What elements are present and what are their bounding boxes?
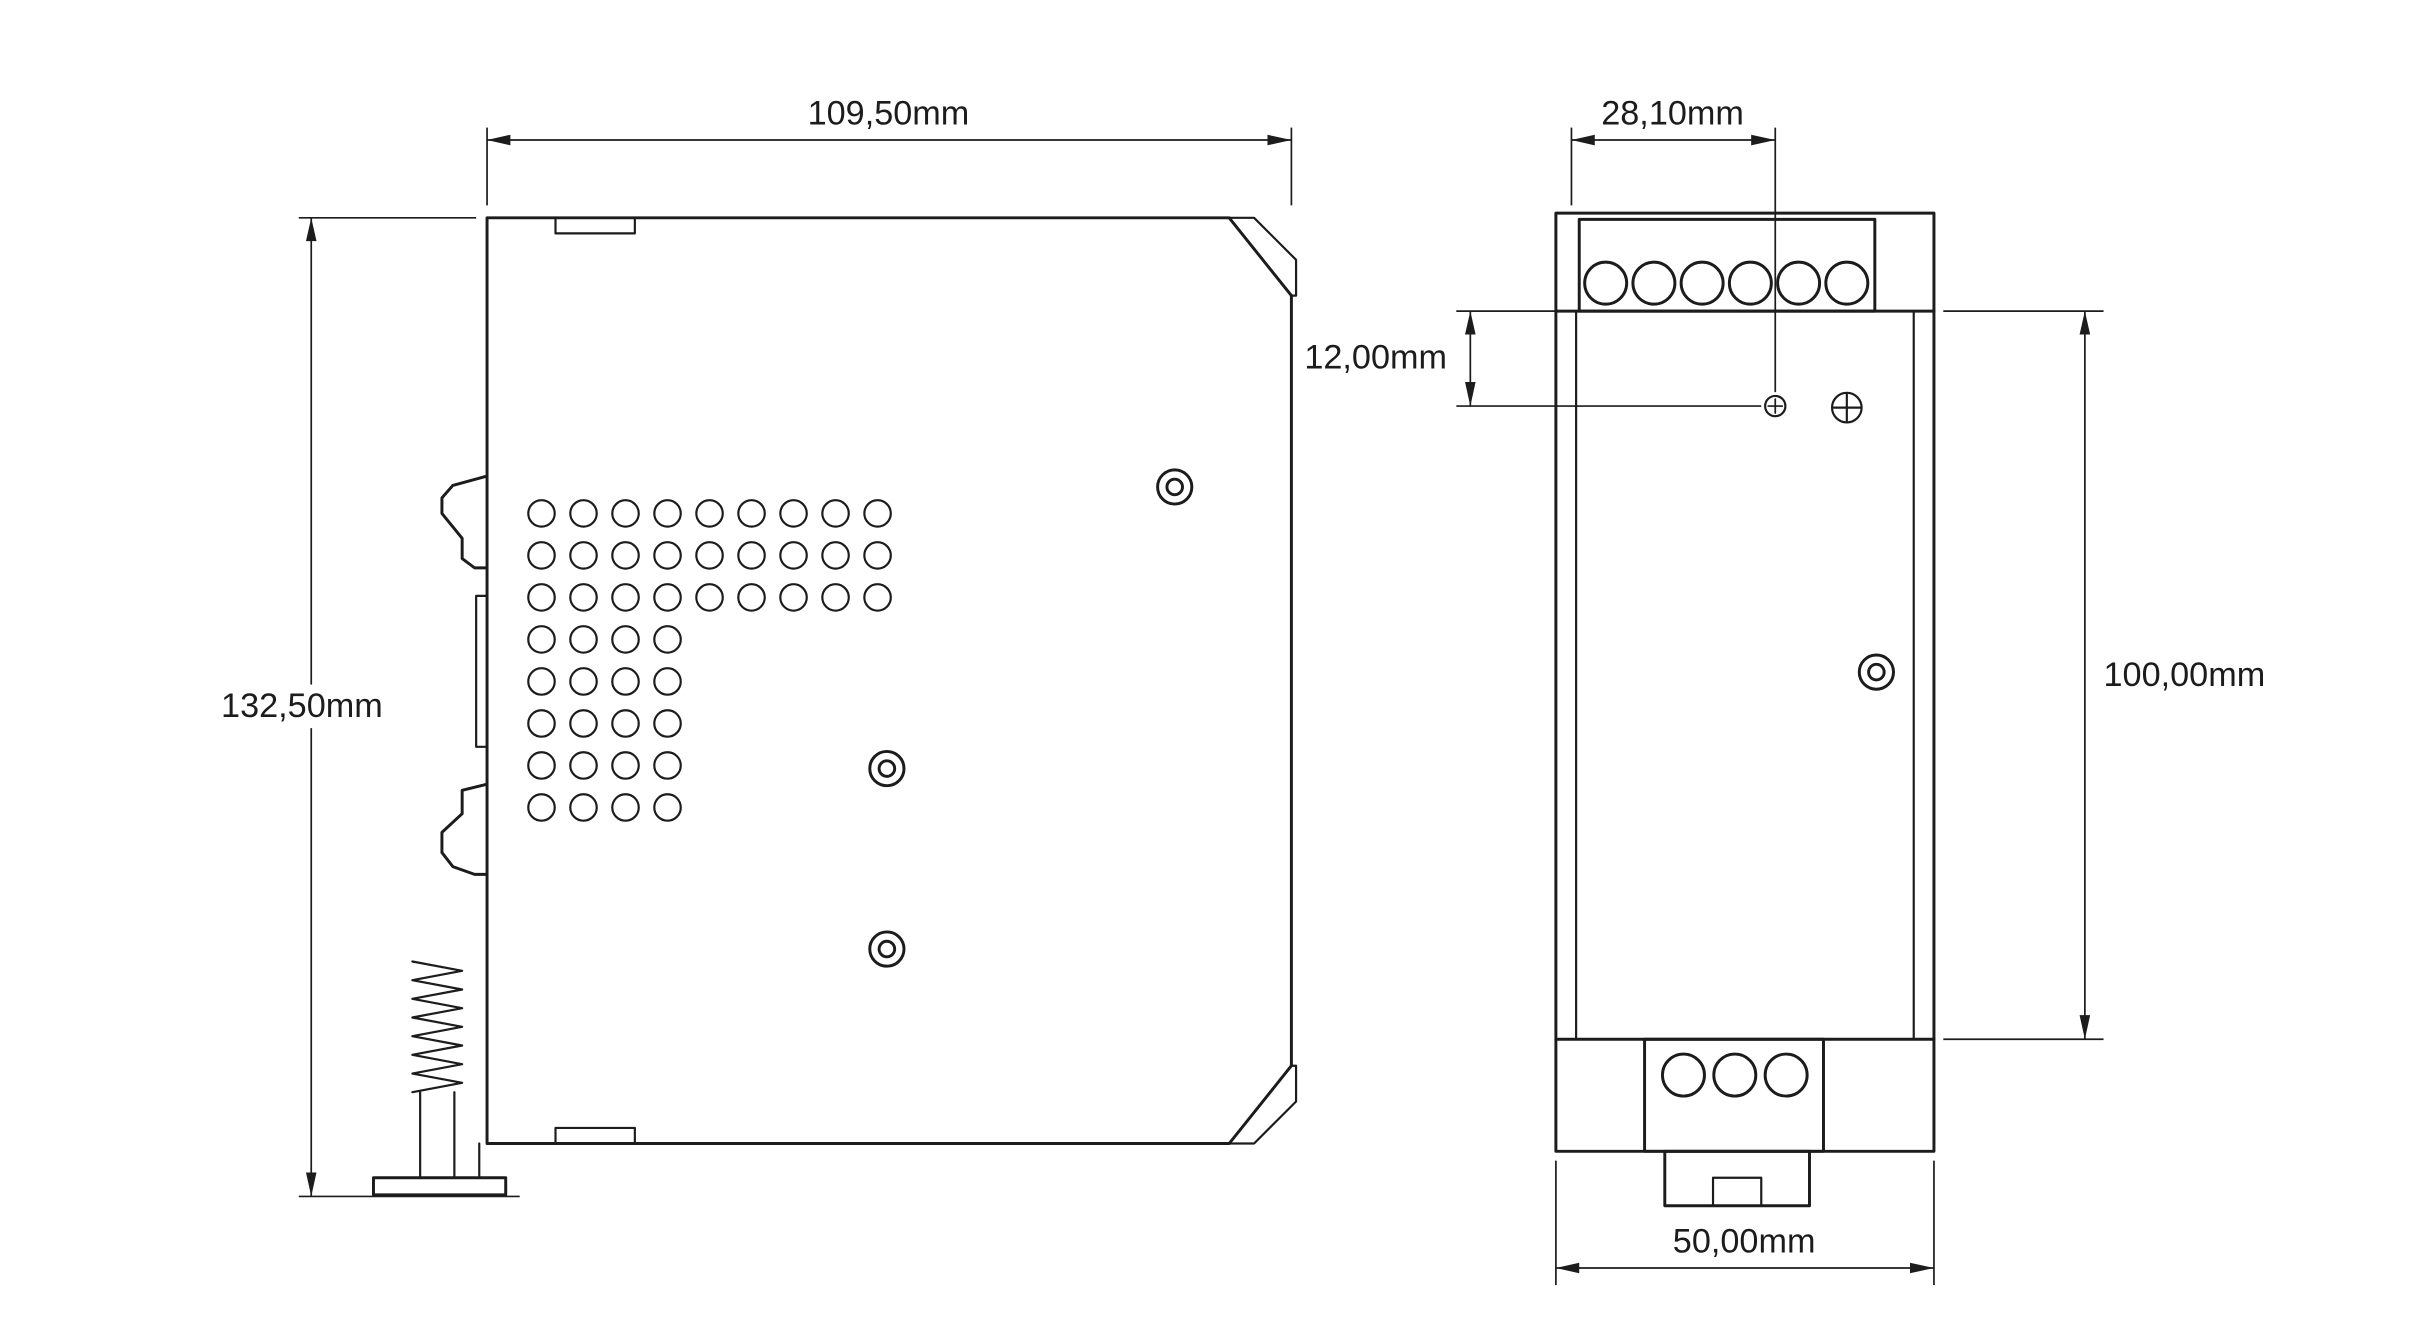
vent-hole [570,584,596,610]
side-rear-tabs [1229,218,1296,1144]
vent-hole [738,584,764,610]
vent-hole [612,584,638,610]
vent-hole [570,668,596,694]
vent-hole [864,500,890,526]
vent-hole [654,794,680,820]
din-clip-spring [412,961,479,1177]
mounting-screw-small [1765,396,1785,416]
vent-hole [570,626,596,652]
vent-hole [612,542,638,568]
vent-hole [822,500,848,526]
vent-hole [612,500,638,526]
bottom-connector-tab [1665,1151,1810,1205]
vent-hole [528,794,554,820]
front-terminal-offset-label: 28,10mm [1601,94,1744,132]
vent-hole [822,542,848,568]
vent-hole [654,752,680,778]
side-height-dimension: 132,50mm [196,218,520,1197]
vent-hole [570,710,596,736]
vent-hole [780,500,806,526]
din-clip-foot [373,1178,505,1195]
din-clip-upper-hook [442,476,487,568]
vent-hole [864,542,890,568]
front-body-inner-edges [1576,311,1914,1039]
front-screw-offset-label: 12,00mm [1304,339,1447,377]
top-terminal-block [1579,219,1875,311]
vent-hole [528,668,554,694]
vent-hole [864,584,890,610]
side-body-outline [487,218,1291,1144]
vent-hole [738,542,764,568]
vent-hole [570,794,596,820]
front-din-height-label: 100,00mm [2104,656,2266,694]
vent-hole [528,500,554,526]
vent-hole [696,542,722,568]
front-terminal-offset-dimension: 28,10mm [1571,94,1775,392]
side-width-label: 109,50mm [808,94,970,132]
vent-hole [654,626,680,652]
phillips-screw [1832,393,1862,423]
vent-hole [696,584,722,610]
vent-hole [696,500,722,526]
vent-hole [780,584,806,610]
side-screw-hole-middle [870,751,904,785]
vent-hole [654,542,680,568]
vent-hole [528,752,554,778]
side-bottom-slot [556,1128,635,1144]
vent-hole [528,584,554,610]
vent-hole [780,542,806,568]
vent-hole [654,500,680,526]
side-width-dimension: 109,50mm [487,94,1291,205]
vent-hole [612,794,638,820]
din-clip-groove [476,596,487,747]
side-height-label: 132,50mm [221,687,383,725]
vent-hole [654,710,680,736]
spring-zigzag-path [412,961,462,1092]
front-view: 28,10mm 12,00mm 100,00mm 50,00mm [1304,94,2265,1285]
vent-hole [612,710,638,736]
side-screw-hole-top [1158,470,1192,504]
vent-hole [570,500,596,526]
front-width-label: 50,00mm [1673,1222,1816,1260]
side-top-slot [556,218,635,234]
vent-hole [570,752,596,778]
side-view: 109,50mm 132,50mm [196,94,1296,1196]
vent-hole [654,584,680,610]
vent-hole [822,584,848,610]
vent-holes [528,500,891,820]
front-width-dimension: 50,00mm [1556,1161,1934,1285]
side-screw-hole-lower [870,932,904,966]
vent-hole [612,752,638,778]
din-clip-lower-hook [442,784,487,874]
front-screw-offset-dimension: 12,00mm [1304,311,1761,406]
vent-hole [738,500,764,526]
vent-hole [654,668,680,694]
front-body-outline [1556,213,1934,1151]
front-screw-hole [1859,655,1893,689]
vent-hole [612,626,638,652]
vent-hole [528,710,554,736]
vent-hole [612,668,638,694]
front-din-height-dimension: 100,00mm [1943,311,2265,1039]
vent-hole [528,542,554,568]
vent-hole [570,542,596,568]
bottom-terminal-block [1645,1039,1824,1151]
vent-hole [528,626,554,652]
